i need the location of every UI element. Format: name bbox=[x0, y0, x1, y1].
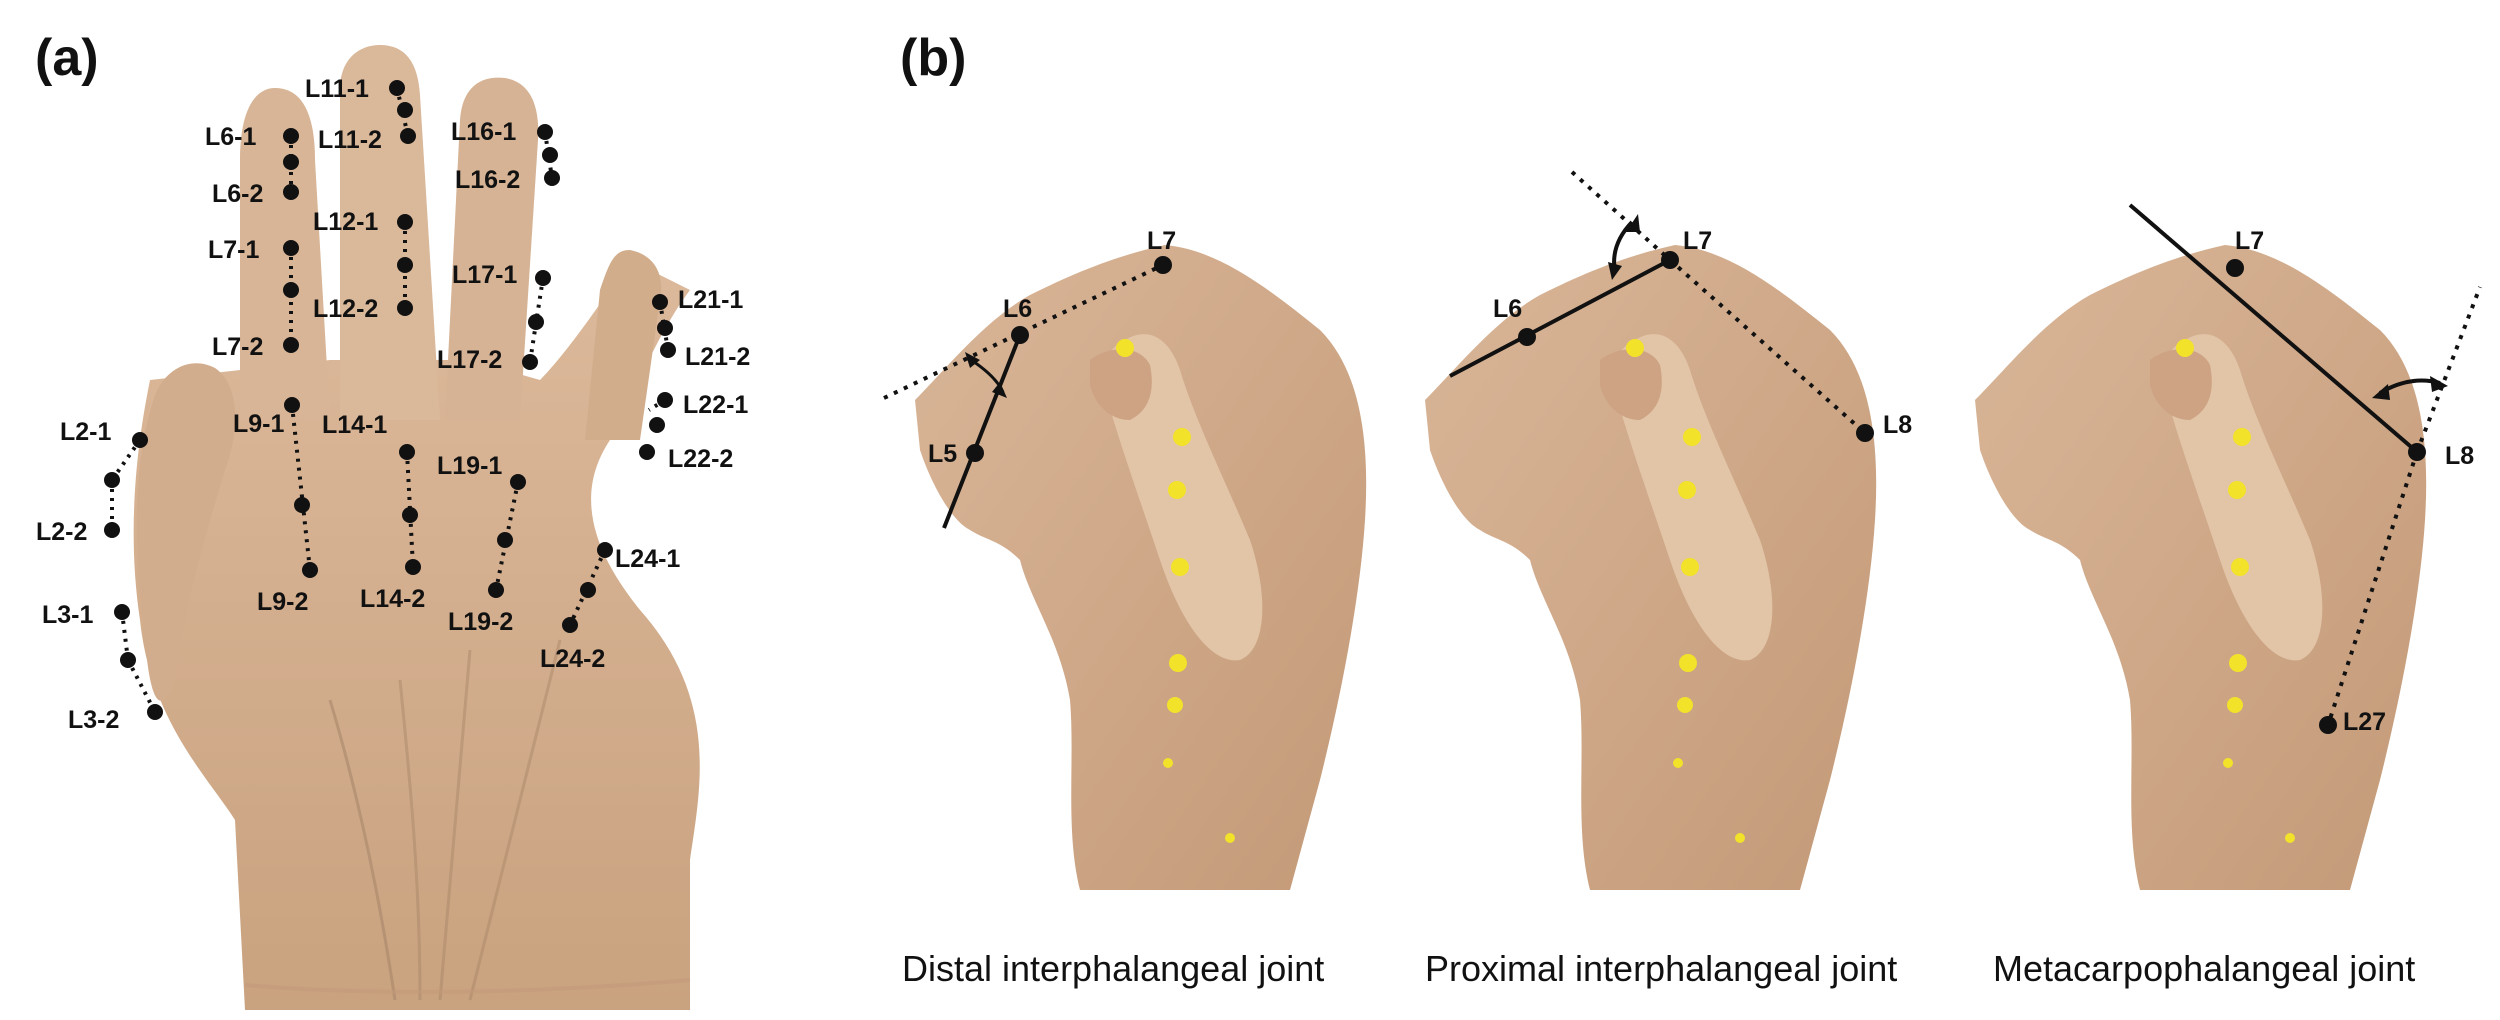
lateral-hand-image-3 bbox=[1975, 245, 2427, 890]
label-l19-1: L19-1 bbox=[437, 452, 502, 480]
caption-dip: Distal interphalangeal joint bbox=[902, 948, 1325, 989]
panel-a-label: (a) bbox=[35, 29, 99, 87]
dot-l17-1 bbox=[535, 270, 551, 286]
label-l21-1: L21-1 bbox=[678, 286, 743, 314]
dot-l7-1 bbox=[283, 240, 299, 256]
dot-l6-2 bbox=[283, 184, 299, 200]
label-l12-2: L12-2 bbox=[313, 295, 378, 323]
dot-l3-1 bbox=[114, 604, 130, 620]
dot-l16-1 bbox=[537, 124, 553, 140]
dip-angle-lines bbox=[883, 256, 1172, 529]
pip-l8-dot bbox=[1856, 424, 1874, 442]
label-l17-2: L17-2 bbox=[437, 346, 502, 374]
dip-label-l7: L7 bbox=[1147, 227, 1176, 255]
label-l24-1: L24-1 bbox=[615, 545, 680, 573]
label-l16-1: L16-1 bbox=[451, 118, 516, 146]
label-l19-2: L19-2 bbox=[448, 608, 513, 636]
panel-b-label: (b) bbox=[900, 29, 967, 87]
label-l11-2: L11-2 bbox=[318, 126, 382, 154]
dot-l12-1 bbox=[397, 214, 413, 230]
label-l3-1: L3-1 bbox=[42, 601, 94, 629]
dot-l22-1 bbox=[657, 392, 673, 408]
pip-l6-dot bbox=[1518, 328, 1536, 346]
dot-l14-1 bbox=[399, 444, 415, 460]
dot-l6-1 bbox=[283, 128, 299, 144]
dip-landmark-labels: L7 L6 L5 bbox=[928, 227, 1176, 468]
dip-l5-dot bbox=[966, 444, 984, 462]
label-l7-2: L7-2 bbox=[212, 333, 263, 361]
yellow-marker bbox=[1116, 339, 1134, 357]
dot-l19-1 bbox=[510, 474, 526, 490]
mcp-landmark-labels: L7 L8 L27 bbox=[2235, 227, 2474, 736]
dot-l11-1 bbox=[389, 80, 405, 96]
label-l9-1: L9-1 bbox=[233, 410, 285, 438]
pip-label-l6: L6 bbox=[1493, 295, 1522, 323]
dot-l9-1 bbox=[284, 397, 300, 413]
dot-l9-2 bbox=[302, 562, 318, 578]
label-l12-1: L12-1 bbox=[313, 208, 378, 236]
label-l16-2: L16-2 bbox=[455, 166, 520, 194]
label-l24-2: L24-2 bbox=[540, 645, 605, 673]
label-l9-2: L9-2 bbox=[257, 588, 308, 616]
label-l11-1: L11-1 bbox=[305, 75, 369, 103]
dot-l21-1 bbox=[652, 294, 668, 310]
dot-l3-2 bbox=[147, 704, 163, 720]
panel-a-landmark-labels: L2-1 L2-2 L3-1 L3-2 L6-1 L6-2 L7-1 L7-2 … bbox=[36, 75, 750, 734]
dot-l2-3 bbox=[104, 522, 120, 538]
label-l22-2: L22-2 bbox=[668, 445, 733, 473]
dot-l2-2 bbox=[104, 472, 120, 488]
dot-l24-1 bbox=[597, 542, 613, 558]
label-l14-2: L14-2 bbox=[360, 585, 425, 613]
lateral-hand-image-2 bbox=[1425, 245, 1877, 890]
label-l21-2: L21-2 bbox=[685, 343, 750, 371]
dot-l16-2 bbox=[544, 170, 560, 186]
pip-label-l7: L7 bbox=[1683, 227, 1712, 255]
dip-label-l5: L5 bbox=[928, 440, 957, 468]
label-l3-2: L3-2 bbox=[68, 706, 119, 734]
dot-l3-m bbox=[120, 652, 136, 668]
dot-l17-2 bbox=[522, 354, 538, 370]
dot-l2-1 bbox=[132, 432, 148, 448]
label-l6-2: L6-2 bbox=[212, 180, 263, 208]
dot-l11-2 bbox=[400, 128, 416, 144]
dot-l24-2 bbox=[562, 617, 578, 633]
dorsal-hand-image bbox=[133, 45, 700, 1010]
label-l22-1: L22-1 bbox=[683, 391, 748, 419]
mcp-label-l7: L7 bbox=[2235, 227, 2264, 255]
pip-angle-lines bbox=[1449, 170, 1874, 442]
mcp-l27-dot bbox=[2319, 716, 2337, 734]
dip-l6-dot bbox=[1011, 326, 1029, 344]
dot-l12-2 bbox=[397, 300, 413, 316]
lateral-hand-image-1 bbox=[915, 245, 1367, 890]
dot-l19-2 bbox=[488, 582, 504, 598]
pip-landmark-labels: L7 L6 L8 bbox=[1493, 227, 1912, 439]
label-l7-1: L7-1 bbox=[208, 236, 260, 264]
label-l17-1: L17-1 bbox=[452, 261, 517, 289]
mcp-angle-lines bbox=[2128, 203, 2482, 734]
mcp-l8-dot bbox=[2408, 443, 2426, 461]
pip-label-l8: L8 bbox=[1883, 411, 1912, 439]
dot-l21-2 bbox=[660, 342, 676, 358]
panel-a-landmark-dots bbox=[104, 80, 676, 720]
label-l14-1: L14-1 bbox=[322, 411, 387, 439]
caption-mcp: Metacarpophalangeal joint bbox=[1993, 948, 2416, 989]
pip-l7-dot bbox=[1661, 251, 1679, 269]
mcp-label-l8: L8 bbox=[2445, 442, 2474, 470]
label-l2-1: L2-1 bbox=[60, 418, 112, 446]
dip-l7-dot bbox=[1154, 256, 1172, 274]
label-l2-2: L2-2 bbox=[36, 518, 87, 546]
label-l6-1: L6-1 bbox=[205, 123, 257, 151]
mcp-l7-dot bbox=[2226, 259, 2244, 277]
dip-label-l6: L6 bbox=[1003, 295, 1032, 323]
caption-pip: Proximal interphalangeal joint bbox=[1425, 948, 1898, 989]
dot-l7-2 bbox=[283, 337, 299, 353]
mcp-label-l27: L27 bbox=[2343, 708, 2386, 736]
dot-l14-2 bbox=[405, 559, 421, 575]
